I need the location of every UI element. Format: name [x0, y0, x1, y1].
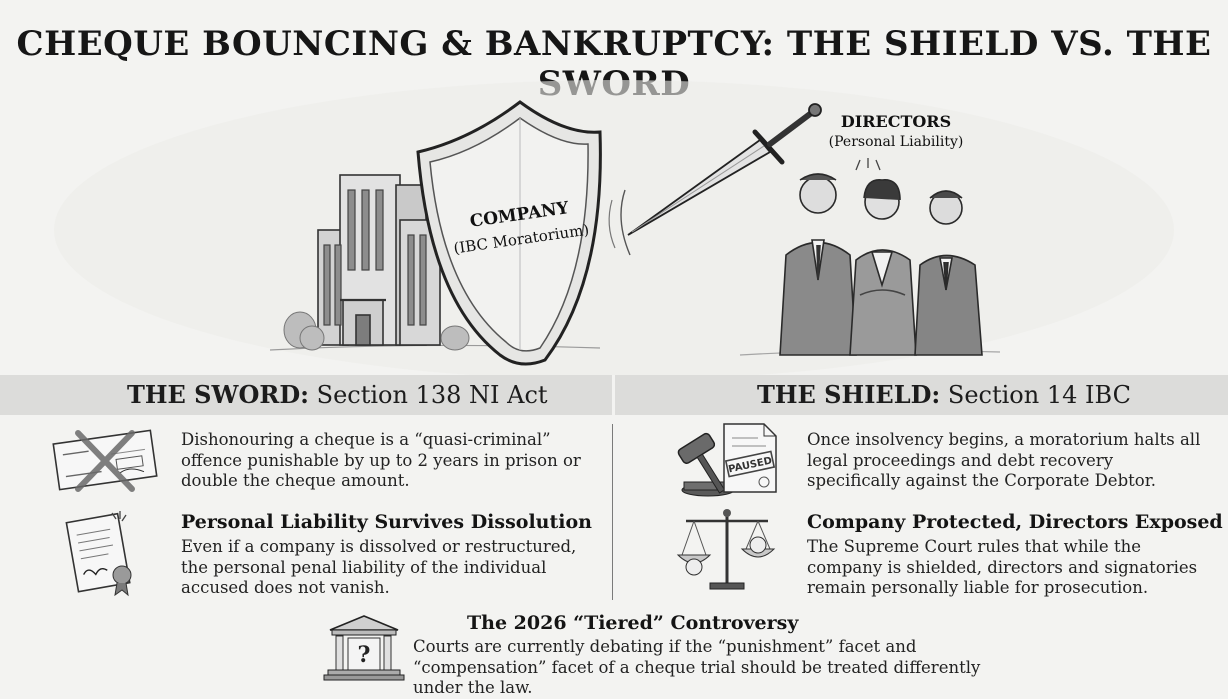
controversy-text: Courts are currently debating if the “pu…	[413, 637, 981, 697]
hero-illustration: COMPANY (IBC Moratorium) DIRECTORS (Pers…	[54, 80, 1174, 375]
column-divider	[612, 424, 613, 600]
sword-icon	[627, 103, 822, 236]
courthouse-question-icon: ?	[323, 615, 405, 681]
controversy-title: The 2026 “Tiered” Controversy	[467, 612, 799, 634]
shield-heading-rest: Section 14 IBC	[940, 381, 1131, 409]
section-header-divider	[612, 375, 615, 415]
directors-label: DIRECTORS	[841, 112, 951, 131]
sword-item1-text: Dishonouring a cheque is a “quasi-crimin…	[181, 430, 581, 490]
shield-item1-text: Once insolvency begins, a moratorium hal…	[807, 430, 1201, 490]
sword-item2-text: Even if a company is dissolved or restru…	[181, 537, 577, 597]
directors-illustration	[779, 158, 983, 356]
sword-heading: THE SWORD: Section 138 NI Act	[127, 380, 548, 409]
sword-item2-title: Personal Liability Survives Dissolution	[181, 511, 592, 533]
signed-document-icon	[65, 511, 132, 597]
gavel-icon	[677, 432, 735, 497]
shield-item2-title: Company Protected, Directors Exposed	[807, 511, 1223, 533]
building-icon	[317, 174, 441, 346]
paused-document-icon: PAUSED	[723, 423, 777, 493]
shield-heading: THE SHIELD: Section 14 IBC	[757, 380, 1131, 409]
shield-heading-bold: THE SHIELD:	[757, 380, 941, 409]
shield-item2-text: The Supreme Court rules that while the c…	[807, 537, 1198, 597]
sword-heading-bold: THE SWORD:	[127, 380, 309, 409]
shield-icon	[416, 100, 631, 366]
scales-icon	[676, 509, 776, 590]
crossed-cheque-icon	[52, 429, 158, 492]
sword-heading-rest: Section 138 NI Act	[309, 381, 548, 409]
svg-text:?: ?	[358, 642, 371, 668]
directors-sublabel: (Personal Liability)	[829, 134, 964, 150]
